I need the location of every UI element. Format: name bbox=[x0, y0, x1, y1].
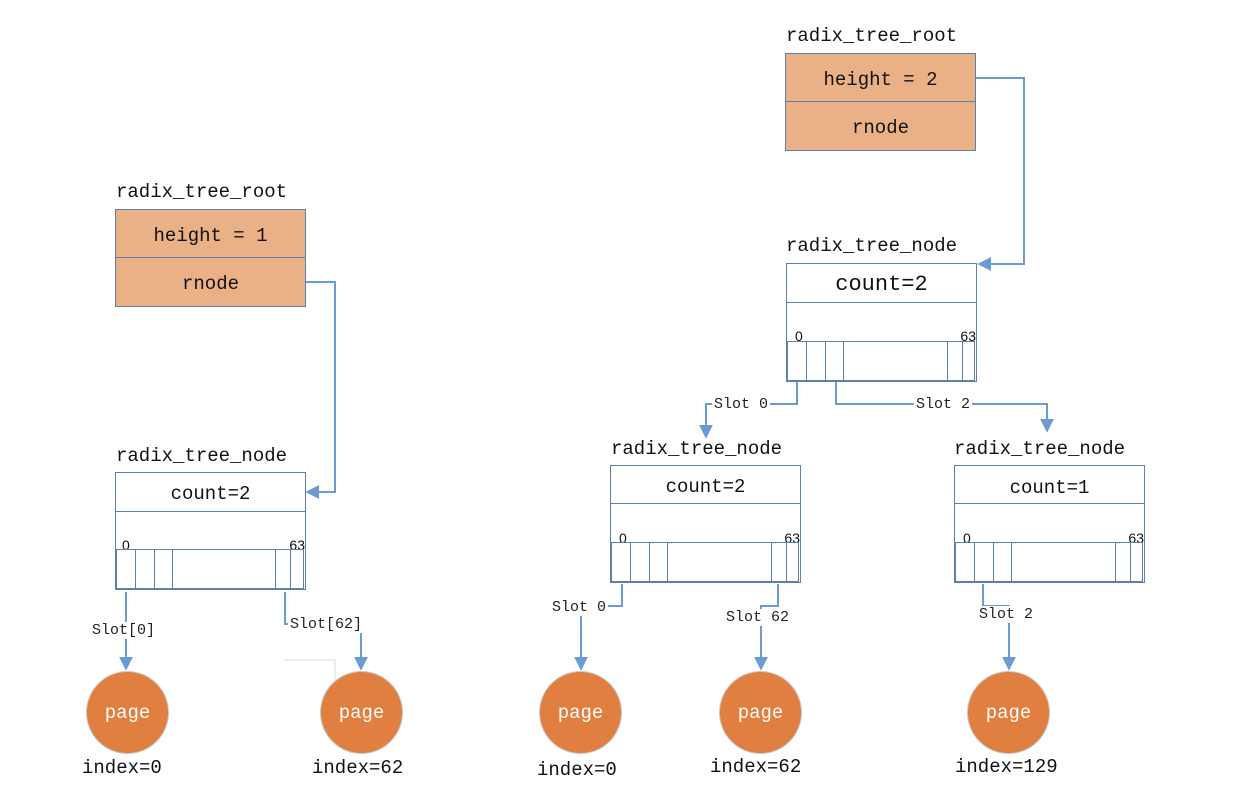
child-a-slot-array bbox=[611, 542, 799, 582]
child-a-index-start: 0 bbox=[619, 530, 627, 546]
slot-divider bbox=[806, 342, 807, 380]
slot-divider bbox=[786, 543, 787, 581]
slot-divider bbox=[1130, 543, 1131, 581]
left-page-62: page bbox=[320, 671, 403, 754]
right-page-62-index: index=62 bbox=[710, 756, 802, 778]
right-root-rnode: rnode bbox=[851, 117, 909, 139]
left-node-title: radix_tree_node bbox=[116, 445, 288, 467]
edge-a-slot0 bbox=[574, 584, 623, 671]
right-node-count: count=2 bbox=[835, 272, 928, 297]
right-node-title: radix_tree_node bbox=[786, 235, 958, 257]
slot-divider bbox=[630, 543, 631, 581]
child-a-count: count=2 bbox=[665, 476, 746, 498]
right-page-62: page bbox=[719, 671, 802, 754]
right-edge-slot2-label: Slot 2 bbox=[914, 396, 973, 413]
left-root-rnode: rnode bbox=[181, 273, 239, 295]
right-page-0: page bbox=[539, 671, 622, 754]
slot-divider bbox=[993, 543, 994, 581]
page-label: page bbox=[338, 701, 385, 724]
child-b-slot-array bbox=[955, 542, 1143, 582]
slot-divider bbox=[135, 550, 136, 588]
child-b-slot2-label: Slot 2 bbox=[977, 606, 1036, 623]
child-a-slot62-label: Slot 62 bbox=[724, 609, 792, 626]
right-page-129-index: index=129 bbox=[955, 756, 1058, 778]
left-node-index-start: 0 bbox=[122, 537, 130, 553]
child-b-index-start: 0 bbox=[963, 530, 971, 546]
left-root-divider bbox=[116, 257, 305, 258]
page-label: page bbox=[557, 701, 604, 724]
child-b-box: count=1 0 63 bbox=[954, 465, 1145, 583]
left-root-height: height = 1 bbox=[153, 225, 268, 247]
slot-divider bbox=[154, 550, 155, 588]
left-root-title: radix_tree_root bbox=[116, 181, 288, 203]
child-a-divider bbox=[611, 503, 800, 504]
right-root-divider bbox=[786, 101, 975, 102]
child-a-box: count=2 0 63 bbox=[610, 465, 801, 583]
slot-divider bbox=[1011, 543, 1012, 581]
left-node-count: count=2 bbox=[170, 483, 251, 505]
child-b-count: count=1 bbox=[1009, 477, 1090, 499]
left-page-0-index: index=0 bbox=[82, 757, 162, 779]
left-root-box: height = 1 rnode bbox=[115, 209, 306, 307]
right-page-0-index: index=0 bbox=[537, 759, 617, 781]
page-label: page bbox=[737, 701, 784, 724]
right-root-title: radix_tree_root bbox=[786, 25, 958, 47]
slot-divider bbox=[667, 543, 668, 581]
right-node-slot-array bbox=[787, 341, 975, 381]
edge-a-slot62 bbox=[754, 584, 779, 671]
slot-divider bbox=[825, 342, 826, 380]
right-node-index-end: 63 bbox=[960, 328, 976, 344]
child-b-divider bbox=[955, 503, 1144, 504]
slot-divider bbox=[275, 550, 276, 588]
right-root-box: height = 2 rnode bbox=[785, 53, 976, 151]
slot-divider bbox=[974, 543, 975, 581]
slot-divider bbox=[947, 342, 948, 380]
slot-divider bbox=[290, 550, 291, 588]
page-label: page bbox=[104, 701, 151, 724]
right-node-divider bbox=[787, 302, 976, 303]
page-label: page bbox=[985, 701, 1032, 724]
right-edge-slot0-label: Slot 0 bbox=[712, 396, 771, 413]
slot-divider bbox=[649, 543, 650, 581]
right-root-height: height = 2 bbox=[823, 69, 938, 91]
left-node-box: count=2 0 63 bbox=[115, 472, 306, 590]
slot-divider bbox=[843, 342, 844, 380]
edge-right-root-to-node bbox=[976, 77, 1025, 271]
left-edge-slot0-label: Slot[0] bbox=[90, 622, 158, 639]
child-a-slot0-label: Slot 0 bbox=[550, 599, 609, 616]
left-page-0: page bbox=[86, 671, 169, 754]
slot-divider bbox=[771, 543, 772, 581]
edge-left-root-to-node bbox=[305, 281, 336, 499]
left-node-divider bbox=[116, 511, 305, 512]
left-node-slot-array bbox=[116, 549, 304, 589]
slot-divider bbox=[172, 550, 173, 588]
left-edge-slot62-label: Slot[62] bbox=[288, 616, 365, 633]
right-page-129: page bbox=[967, 671, 1050, 754]
edge-b-slot2 bbox=[982, 584, 1016, 671]
right-node-box: count=2 0 63 bbox=[786, 263, 977, 382]
child-b-title: radix_tree_node bbox=[954, 438, 1126, 460]
slot-divider bbox=[1115, 543, 1116, 581]
left-page-62-index: index=62 bbox=[312, 757, 404, 779]
right-node-index-start: 0 bbox=[795, 328, 803, 344]
child-a-title: radix_tree_node bbox=[611, 438, 783, 460]
slot-divider bbox=[962, 342, 963, 380]
